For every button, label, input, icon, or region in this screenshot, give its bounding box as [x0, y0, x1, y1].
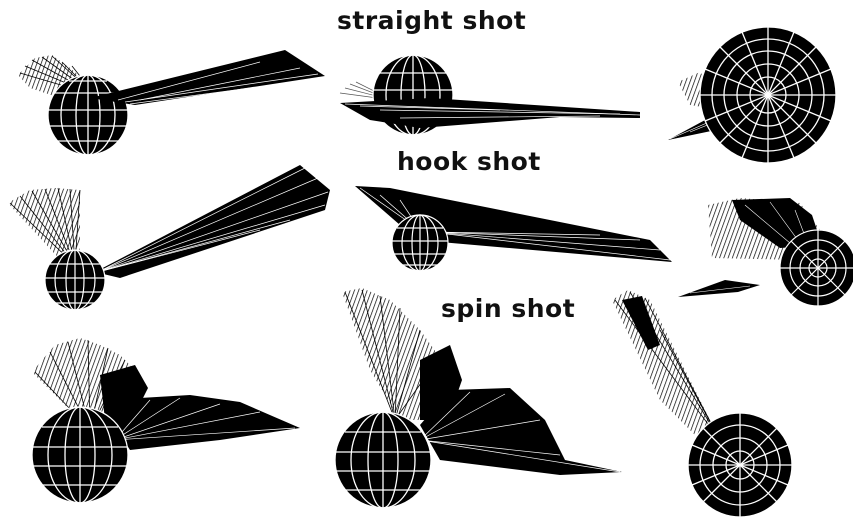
straight-shot-top-view [668, 27, 836, 163]
ball [392, 215, 448, 271]
spin-shot-wake [420, 388, 622, 475]
spin-shot-top-fan [612, 290, 720, 445]
spin-shot-top-view [612, 290, 792, 517]
straight-shot-side-view-2 [340, 55, 640, 135]
straight-shot-side-view-1 [18, 50, 325, 155]
hook-shot-row [8, 165, 853, 310]
spin-shot-wake [110, 395, 300, 450]
hook-shot-side-view-1 [8, 165, 330, 310]
ball-top [700, 27, 836, 163]
straight-shot-wake [90, 50, 325, 105]
spin-shot-side-view-1 [32, 338, 300, 503]
ball-top [780, 230, 853, 306]
hook-shot-top-view [678, 198, 853, 306]
hook-shot-side-view-2 [355, 186, 672, 271]
ball [45, 250, 105, 310]
spin-shot-row [32, 288, 792, 517]
hook-shot-wake [95, 165, 330, 278]
ball [335, 412, 431, 508]
spin-shot-side-view-2 [335, 288, 622, 508]
ball-top [688, 413, 792, 517]
ball [32, 407, 128, 503]
ball [48, 75, 128, 155]
straight-shot-row [18, 27, 836, 163]
